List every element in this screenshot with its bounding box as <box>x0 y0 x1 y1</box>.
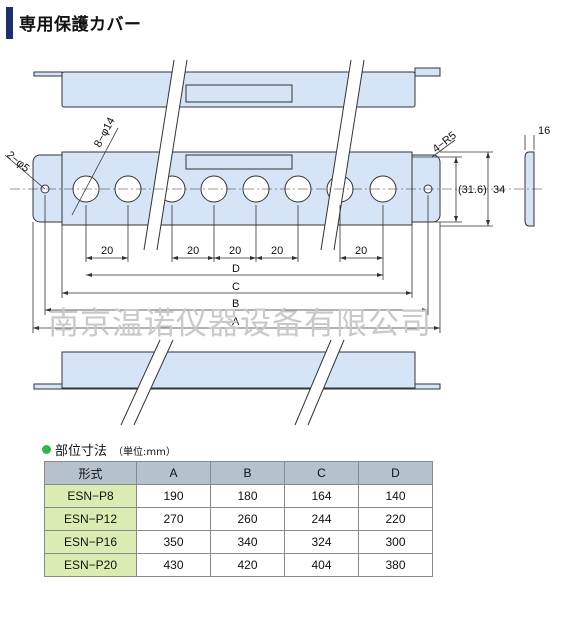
pitch-label: 20 <box>355 245 367 257</box>
table-cell: 260 <box>210 507 285 531</box>
table-cell: 270 <box>136 507 211 531</box>
break-gap <box>321 60 364 250</box>
break-gap <box>295 340 344 425</box>
front-view-window <box>185 154 293 170</box>
table-cell: 430 <box>136 553 211 577</box>
table-cell: 220 <box>358 507 433 531</box>
table-cell: 300 <box>358 530 433 554</box>
table-cell: 350 <box>136 530 211 554</box>
table-cell: 324 <box>284 530 359 554</box>
table-cell: 380 <box>358 553 433 577</box>
model-cell: ESN−P12 <box>44 507 137 531</box>
pitch-label: 20 <box>271 245 283 257</box>
pitch-label: 20 <box>101 245 113 257</box>
bullet-icon <box>42 445 51 454</box>
model-cell: ESN−P16 <box>44 530 137 554</box>
table-cell: 420 <box>210 553 285 577</box>
table-cell: 164 <box>284 484 359 508</box>
column-header: A <box>136 461 211 485</box>
column-header: C <box>284 461 359 485</box>
column-header: B <box>210 461 285 485</box>
table-header-row: 形式 A B C D <box>44 461 433 485</box>
technical-drawing: 8−φ14 2−φ5 4−R5 20 20 20 20 20 D C B A (… <box>4 59 550 426</box>
outer-height-label: 34 <box>493 184 505 196</box>
top-view-window <box>185 84 293 103</box>
table-row: ESN−P8 190 180 164 140 <box>44 484 433 508</box>
bottom-view-flange <box>33 383 441 390</box>
pitch-label: 20 <box>187 245 199 257</box>
table-cell: 180 <box>210 484 285 508</box>
table-row: ESN−P20 430 420 404 380 <box>44 553 433 577</box>
column-header: 形式 <box>44 461 137 485</box>
corner-radius-label: 4−R5 <box>430 130 458 156</box>
pitch-label: 20 <box>229 245 241 257</box>
table-cell: 340 <box>210 530 285 554</box>
model-cell: ESN−P8 <box>44 484 137 508</box>
column-header: D <box>358 461 433 485</box>
dimension-c-label: C <box>232 281 240 293</box>
unit-note: （単位:mm） <box>113 447 176 458</box>
table-cell: 140 <box>358 484 433 508</box>
watermark-text: 南京温诺仪器设备有限公司 <box>48 306 432 342</box>
hole-count-label: 8−φ14 <box>92 116 118 150</box>
spec-heading: 部位寸法 <box>55 444 108 459</box>
spec-section-heading: 部位寸法 （単位:mm） <box>42 440 176 459</box>
dimension-table: 形式 A B C D ESN−P8 190 180 164 140 ESN−P1… <box>44 461 433 577</box>
side-depth-label: 16 <box>538 125 550 137</box>
dimension-a-label: A <box>232 316 240 328</box>
end-hole-label: 2−φ5 <box>4 149 31 175</box>
bottom-view-body <box>61 351 416 389</box>
dimension-d-label: D <box>232 263 240 275</box>
table-row: ESN−P12 270 260 244 220 <box>44 507 433 531</box>
side-view-profile <box>524 151 535 227</box>
table-cell: 190 <box>136 484 211 508</box>
page-title: 専用保護カバー <box>19 15 142 35</box>
title-accent-bar <box>6 7 13 39</box>
inner-height-label: (31.6) <box>458 184 487 196</box>
model-cell: ESN−P20 <box>44 553 137 577</box>
dimension-b-label: B <box>232 298 239 310</box>
table-cell: 404 <box>284 553 359 577</box>
table-cell: 244 <box>284 507 359 531</box>
table-row: ESN−P16 350 340 324 300 <box>44 530 433 554</box>
break-gap <box>121 340 173 425</box>
break-gap <box>144 60 187 250</box>
